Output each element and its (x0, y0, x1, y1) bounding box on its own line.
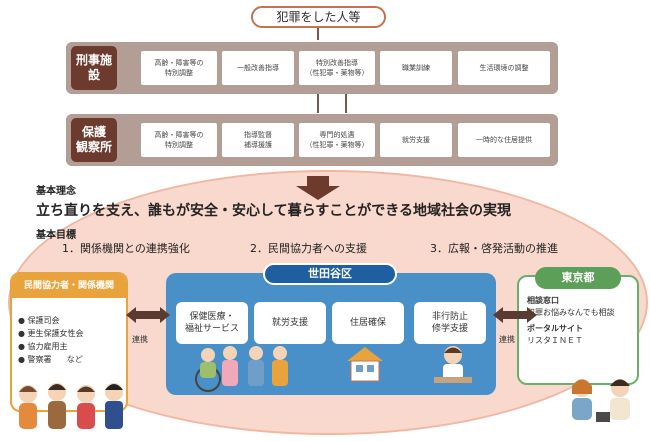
right-double-arrow-icon (493, 307, 537, 323)
list-item: ● 保護司会 (18, 316, 60, 325)
prison-row: 刑事施設 高齢・障害等の特別調整 一般改善指導 特別改善指導（性犯罪・薬物等） … (66, 42, 558, 94)
care-people-illustration (195, 346, 288, 392)
goals-label: 基本目標 (36, 230, 76, 241)
principle-label: 基本理念 (36, 186, 76, 197)
service-delinquency: 非行防止修学支援 (414, 302, 486, 344)
flow-connectors (296, 28, 347, 200)
service-employment: 就労支援 (254, 302, 326, 344)
probation-cell: 一時的な住居提供 (458, 123, 550, 157)
service-housing: 住居確保 (332, 302, 404, 344)
probation-cell: 就労支援 (380, 123, 452, 157)
service-welfare: 保健医療・福祉サービス (176, 302, 248, 344)
prison-cell: 一般改善指導 (222, 51, 294, 85)
counselor-illustration (572, 379, 630, 422)
prison-cell: 特別改善指導（性犯罪・薬物等） (299, 51, 375, 85)
private-partners-list: ● 保護司会 ● 更生保護女性会 ● 協力雇用主 ● 警察署 など (18, 314, 84, 366)
probation-cell: 専門的処遇（性犯罪・薬物等） (299, 123, 375, 157)
student-illustration (434, 346, 472, 383)
portal-label: ポータルサイト (527, 324, 583, 333)
prison-cell: 職業訓練 (380, 51, 452, 85)
prison-cell: 高齢・障害等の特別調整 (141, 51, 217, 85)
private-partners-title: 民間協力者・関係機関 (12, 274, 126, 298)
tokyo-box: 東京都 相談窓口 犯罪お悩みなんでも相談 ポータルサイト リスタＩＮＥＴ (517, 267, 639, 385)
left-double-arrow-icon (126, 307, 170, 323)
tokyo-title: 東京都 (535, 267, 621, 289)
house-icon (347, 347, 383, 382)
consultation-text: 犯罪お悩みなんでも相談 (527, 308, 615, 317)
goal-item: 1．関係機関との連携強化 (62, 242, 190, 255)
setagaya-title: 世田谷区 (263, 263, 397, 285)
prison-label: 刑事施設 (71, 46, 117, 90)
probation-cell: 指導監督補導援護 (222, 123, 294, 157)
list-item: ● 更生保護女性会 (18, 329, 84, 338)
list-item: ● 警察署 など (18, 355, 83, 364)
list-item: ● 協力雇用主 (18, 342, 68, 351)
principle-text: 立ち直りを支え、誰もが安全・安心して暮らすことができる地域社会の実現 (36, 203, 512, 219)
goal-item: 3．広報・啓発活動の推進 (430, 242, 558, 255)
link-label-right: 連携 (499, 335, 515, 344)
prison-cell: 生活環境の調整 (458, 51, 550, 85)
probation-row: 保護観察所 高齢・障害等の特別調整 指導監督補導援護 専門的処遇（性犯罪・薬物等… (66, 114, 558, 166)
consultation-label: 相談窓口 (527, 296, 559, 305)
setagaya-box: 世田谷区 保健医療・福祉サービス 就労支援 住居確保 非行防止修学支援 (166, 263, 496, 395)
portal-text: リスタＩＮＥＴ (527, 336, 583, 345)
offender-box: 犯罪をした人等 (251, 6, 386, 28)
probation-cell: 高齢・障害等の特別調整 (141, 123, 217, 157)
volunteers-illustration (19, 383, 123, 429)
probation-label: 保護観察所 (71, 118, 117, 162)
link-label-left: 連携 (132, 335, 148, 344)
goal-item: 2．民間協力者への支援 (250, 242, 367, 255)
